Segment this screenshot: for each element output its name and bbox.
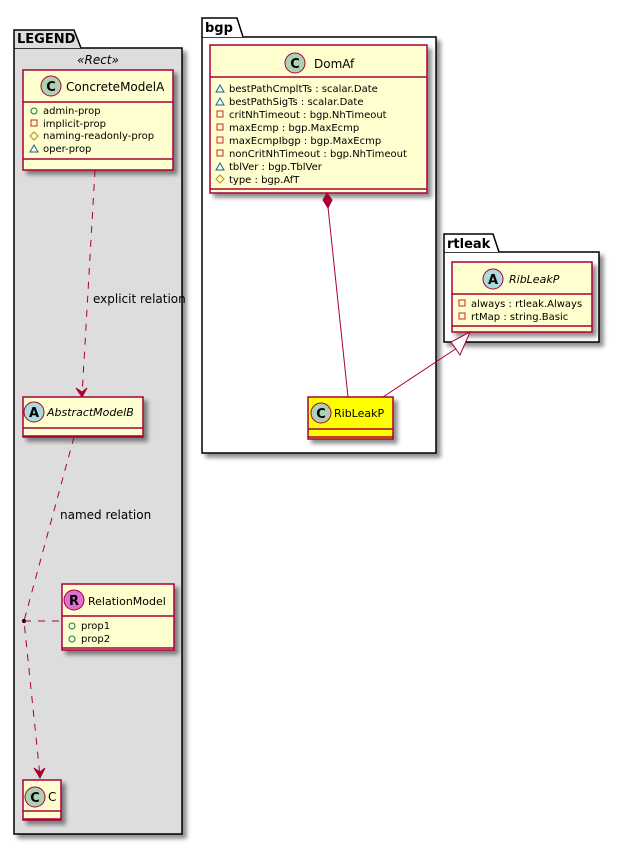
class-name: RibLeakP xyxy=(334,407,384,420)
attr: maxEcmpIbgp : bgp.MaxEcmp xyxy=(229,136,381,147)
package-legend: LEGEND «Rect» xyxy=(13,29,183,835)
protected-icon xyxy=(29,131,39,141)
private-icon xyxy=(458,299,466,307)
class-r-icon: R xyxy=(63,589,85,611)
attr: prop1 xyxy=(81,621,110,632)
class-a-icon: A xyxy=(23,401,45,423)
private-icon xyxy=(216,136,224,144)
attr: bestPathSigTs : scalar.Date xyxy=(229,97,363,108)
class-name: ConcreteModelA xyxy=(66,80,165,94)
attr: nonCritNhTimeout : bgp.NhTimeout xyxy=(229,149,407,160)
attr: type : bgp.AfT xyxy=(229,175,300,186)
public-icon xyxy=(68,622,76,630)
package-name: rtleak xyxy=(447,237,491,252)
package-stereotype: «Rect» xyxy=(77,53,119,67)
svg-text:A: A xyxy=(29,406,39,421)
edge-composition[interactable] xyxy=(322,192,349,398)
svg-text:C: C xyxy=(290,57,300,72)
attr: tblVer : bgp.TblVer xyxy=(229,162,323,173)
class-name: C xyxy=(48,790,56,804)
private-icon xyxy=(216,149,224,157)
attr: oper-prop xyxy=(43,144,91,155)
private-icon xyxy=(216,123,224,131)
package-visibility-icon xyxy=(29,143,39,153)
class-abstract-model-b[interactable]: A AbstractModelB xyxy=(22,396,144,438)
class-name: RelationModel xyxy=(88,595,166,608)
class-c[interactable]: C C xyxy=(22,779,62,821)
edge-label: explicit relation xyxy=(93,292,186,306)
class-a-icon: A xyxy=(482,268,504,290)
attr: naming-readonly-prop xyxy=(43,131,154,142)
svg-text:C: C xyxy=(46,80,56,95)
arrow-head-icon xyxy=(33,767,46,780)
inheritance-triangle-icon xyxy=(450,330,472,357)
attr: rtMap : string.Basic xyxy=(471,312,568,323)
class-rtleak-ribleakp[interactable]: A RibLeakP always : rtleak.Always rtMap … xyxy=(451,261,593,333)
package-name: bgp xyxy=(205,21,233,36)
class-domaf[interactable]: C DomAf bestPathCmpltTs : scalar.Date be… xyxy=(209,44,428,194)
class-name: DomAf xyxy=(314,57,355,71)
private-icon xyxy=(30,119,38,127)
attr: maxEcmp : bgp.MaxEcmp xyxy=(229,123,359,134)
class-name: RibLeakP xyxy=(509,273,560,286)
package-tab xyxy=(13,29,82,49)
svg-text:C: C xyxy=(316,407,326,422)
edge-explicit-relation[interactable]: explicit relation xyxy=(75,169,186,398)
class-relation-model[interactable]: R RelationModel prop1 prop2 xyxy=(61,583,175,651)
attr: prop2 xyxy=(81,634,110,645)
attr-list: admin-prop implicit-prop naming-readonly… xyxy=(29,106,154,155)
svg-text:C: C xyxy=(30,791,40,806)
package-visibility-icon xyxy=(215,96,225,106)
attr: bestPathCmpltTs : scalar.Date xyxy=(229,84,378,95)
attr: implicit-prop xyxy=(43,119,106,130)
edge-label: named relation xyxy=(60,508,151,522)
attr: admin-prop xyxy=(43,106,101,117)
private-icon xyxy=(458,312,466,320)
composition-diamond-icon xyxy=(322,192,333,210)
package-name: LEGEND xyxy=(17,32,76,47)
attr: critNhTimeout : bgp.NhTimeout xyxy=(229,110,387,121)
class-c-icon: C xyxy=(40,75,62,97)
arrow-head-icon xyxy=(75,387,88,398)
class-name: AbstractModelB xyxy=(46,406,134,419)
class-c-icon: C xyxy=(284,52,306,74)
edge-inheritance[interactable] xyxy=(382,330,472,398)
private-icon xyxy=(216,110,224,118)
package-visibility-icon xyxy=(215,83,225,93)
public-icon xyxy=(68,635,76,643)
package-visibility-icon xyxy=(215,161,225,171)
svg-text:R: R xyxy=(69,594,79,609)
package-body xyxy=(13,47,183,835)
class-bgp-ribleakp[interactable]: C RibLeakP xyxy=(307,396,394,440)
class-c-icon: C xyxy=(24,786,46,808)
package-tab xyxy=(201,17,244,38)
package-tab xyxy=(443,233,500,253)
svg-text:A: A xyxy=(488,273,498,288)
attr: always : rtleak.Always xyxy=(471,299,582,310)
class-concrete-model-a[interactable]: C ConcreteModelA admin-prop implicit-pro… xyxy=(22,69,174,171)
class-c-icon: C xyxy=(310,402,332,424)
public-icon xyxy=(30,107,38,115)
edge-named-relation[interactable]: named relation xyxy=(22,436,151,780)
protected-icon xyxy=(215,174,225,184)
